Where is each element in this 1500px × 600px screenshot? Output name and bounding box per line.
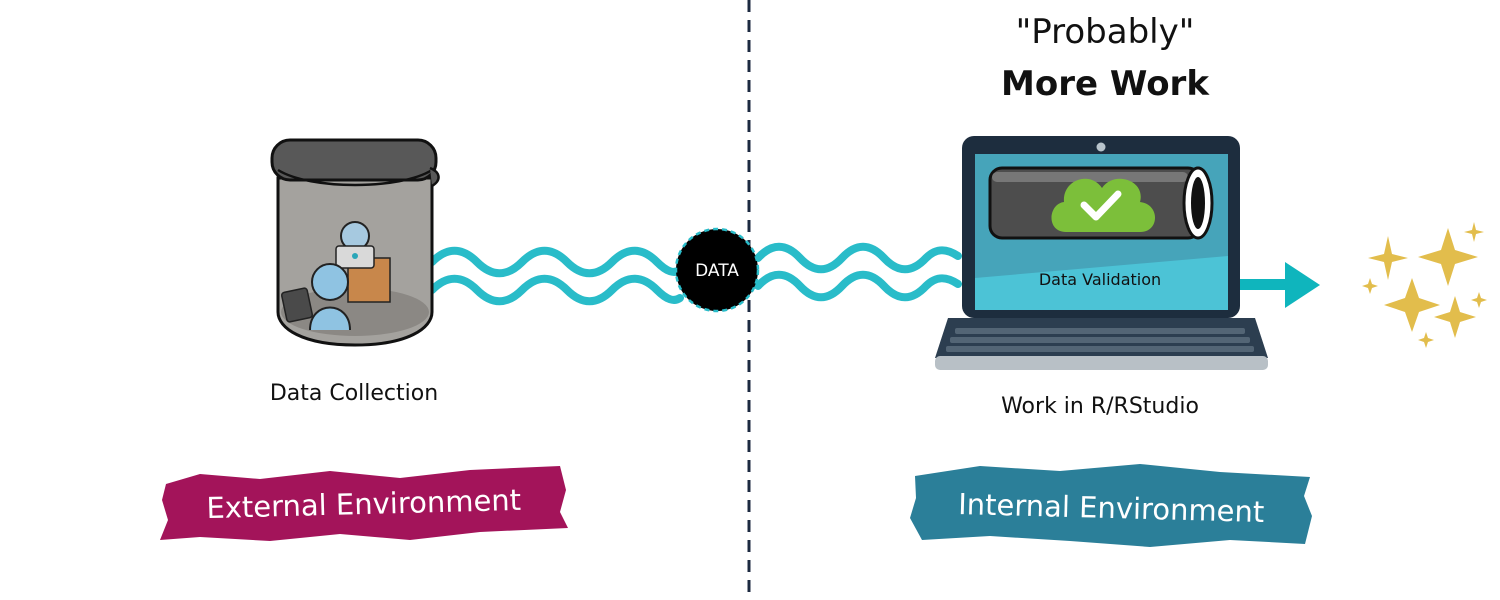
external-environment-label: External Environment: [206, 483, 522, 525]
screen-label: Data Validation: [1039, 270, 1161, 289]
arrow-right-icon: [1240, 262, 1320, 308]
sparkles-icon: [1362, 222, 1487, 348]
internal-environment-banner: Internal Environment: [910, 464, 1312, 547]
heading-probably: "Probably": [1015, 12, 1195, 52]
data-node-label: DATA: [695, 261, 739, 281]
data-wave-left: [428, 246, 684, 306]
people-icon: [280, 221, 391, 331]
external-environment-banner: External Environment: [160, 466, 568, 541]
heading-more-work: More Work: [1001, 64, 1209, 104]
data-collection-caption: Data Collection: [269, 381, 439, 406]
work-in-r-caption: Work in R/RStudio: [1001, 394, 1199, 419]
cloud-check-icon: [1051, 178, 1155, 232]
data-node: DATA: [674, 227, 760, 313]
internal-environment-label: Internal Environment: [958, 487, 1265, 529]
data-wave-right: [754, 242, 962, 302]
